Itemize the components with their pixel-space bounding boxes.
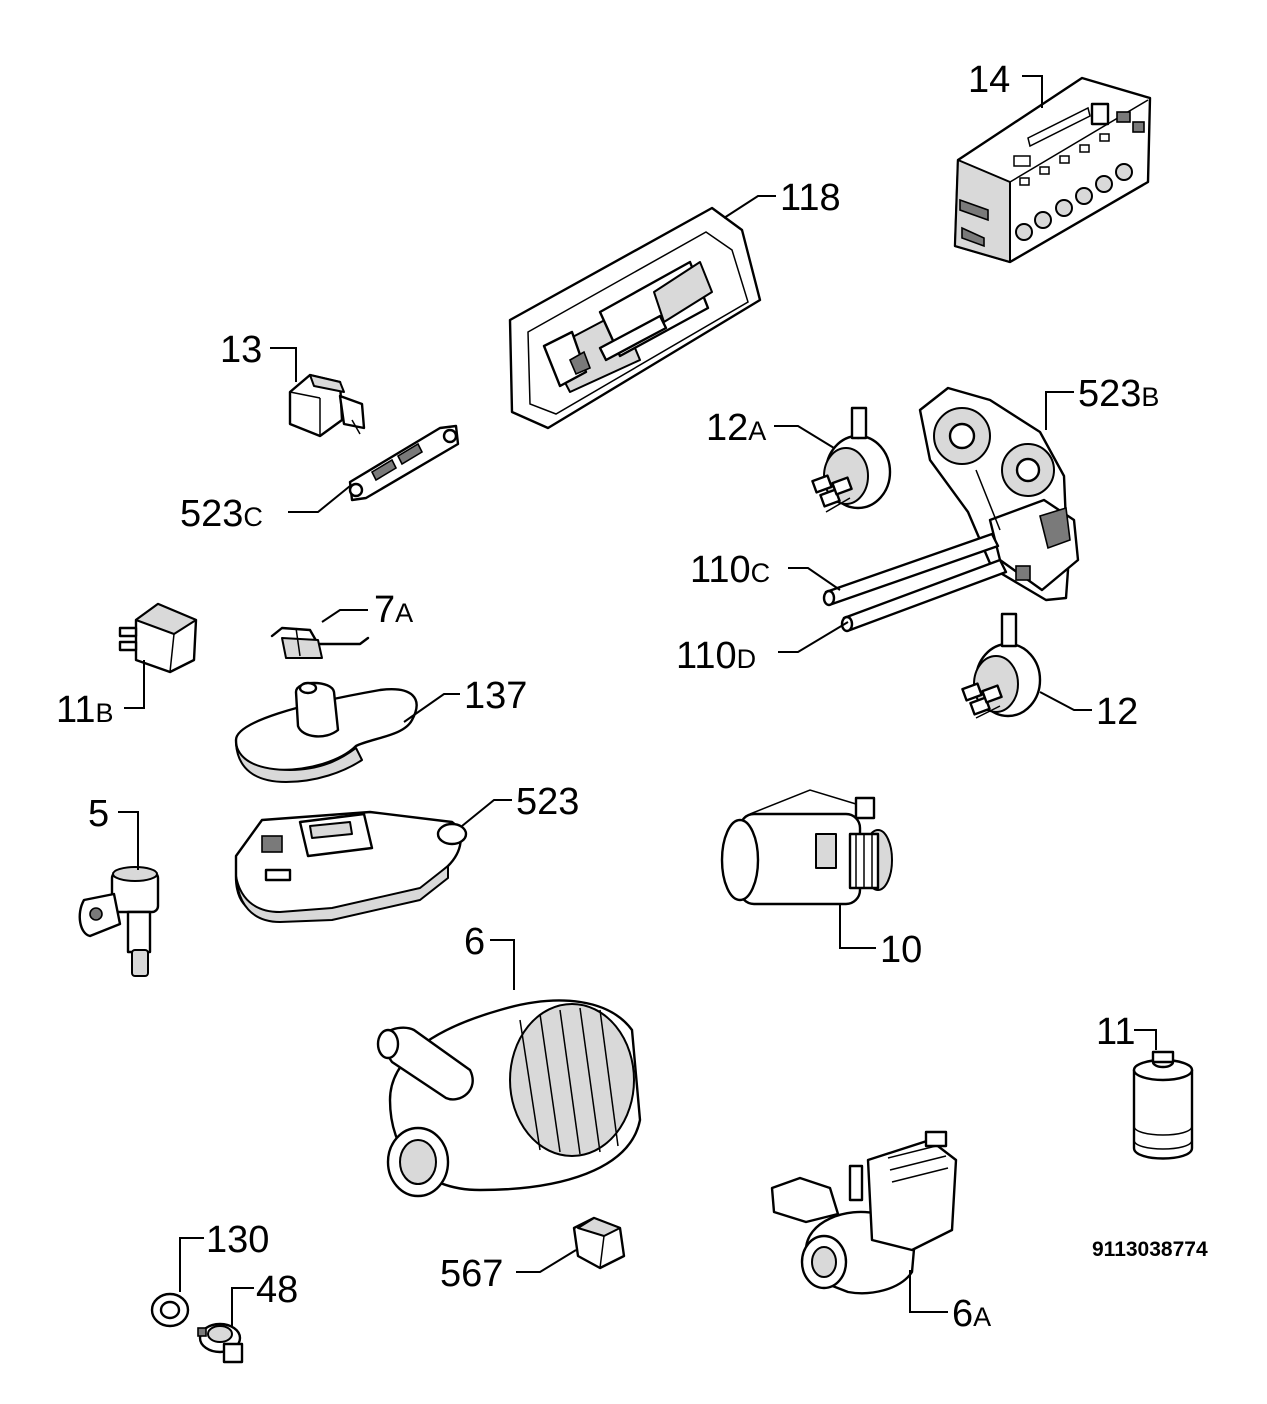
part-5-inlet-valve — [78, 866, 160, 977]
part-48-plug — [197, 1322, 244, 1364]
callout-10: 10 — [880, 929, 922, 971]
callout-11b: 11B — [56, 689, 113, 731]
document-number: 9113038774 — [1092, 1238, 1208, 1261]
leader-lines — [118, 75, 1157, 1326]
callout-567: 567 — [440, 1253, 503, 1295]
callout-labels: 14 118 13 523C 523B 12A 110C 110D 7A 11B… — [56, 59, 1159, 1335]
part-137-cover — [234, 681, 418, 783]
part-6a-drain-pump — [770, 1130, 958, 1295]
part-6-wash-motor — [376, 999, 642, 1198]
callout-137: 137 — [464, 675, 527, 717]
callout-130: 130 — [206, 1219, 269, 1261]
part-523c-bracket — [348, 424, 460, 502]
part-567-clip — [572, 1216, 626, 1270]
callout-5: 5 — [88, 793, 109, 835]
part-118-dispenser — [508, 206, 762, 430]
part-12a-pressure-switch — [811, 406, 892, 513]
callout-6: 6 — [464, 921, 485, 963]
callout-14: 14 — [968, 59, 1010, 101]
callout-6a: 6A — [952, 1293, 991, 1335]
part-11-capacitor — [1132, 1050, 1194, 1160]
part-13-switch — [288, 373, 366, 438]
part-12-pressure-switch — [961, 612, 1042, 719]
part-10-housing — [720, 789, 893, 906]
part-11b-relay — [118, 602, 198, 674]
callout-12: 12 — [1096, 691, 1138, 733]
callout-523b: 523B — [1078, 373, 1159, 415]
part-110c-110d-tubes — [822, 532, 1008, 633]
part-130-seal — [150, 1292, 190, 1328]
part-7a-clip — [270, 626, 370, 659]
callout-118: 118 — [780, 177, 841, 219]
part-523b-heater-assembly — [918, 386, 1080, 602]
callout-110d: 110D — [676, 635, 756, 677]
callout-7a: 7A — [374, 589, 413, 631]
callout-110c: 110C — [690, 549, 770, 591]
callout-523c: 523C — [180, 493, 263, 535]
callout-12a: 12A — [706, 407, 766, 449]
callout-13: 13 — [220, 329, 262, 371]
part-523-sump — [234, 810, 468, 923]
callout-11: 11 — [1096, 1011, 1135, 1053]
callout-523: 523 — [516, 781, 579, 823]
part-14-control-board — [953, 76, 1152, 264]
callout-48: 48 — [256, 1269, 298, 1311]
